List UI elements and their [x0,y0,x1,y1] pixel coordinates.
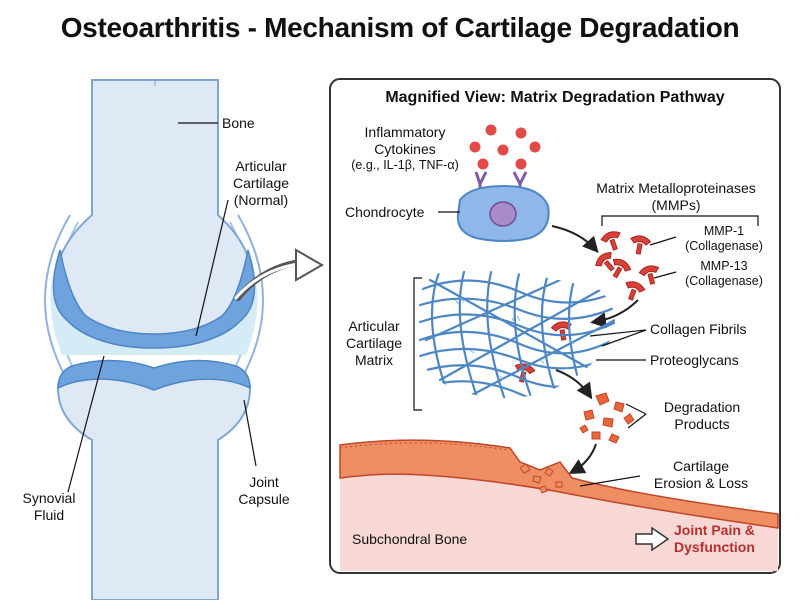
label-articular-cartilage: Articular Cartilage (Normal) [232,158,290,208]
panel-title: Magnified View: Matrix Degradation Pathw… [385,89,725,106]
chondrocyte-nucleus [489,201,517,227]
label-bone: Bone [222,115,255,131]
cytokines-cluster [469,124,541,170]
label-mmp1: MMP-1 (Collagenase) [685,224,763,253]
label-proteoglycans: Proteoglycans [650,352,739,368]
label-cartilage-erosion: Cartilage Erosion & Loss [653,458,749,491]
label-mmps: Matrix Metalloproteinases (MMPs) [596,180,756,213]
degradation-fragments [579,392,635,444]
label-synovial-fluid: Synovial Fluid [22,490,76,523]
page-title: Osteoarthritis - Mechanism of Cartilage … [60,12,740,43]
knee-joint-illustration [44,79,325,600]
subchondral-bone [340,467,778,571]
label-degradation-products: Degradation Products [663,399,741,432]
upper-cartilage [52,249,256,349]
outcome-arrow [635,526,670,552]
label-subchondral-bone: Subchondral Bone [352,531,468,547]
label-chondrocyte: Chondrocyte [345,204,425,220]
mmp-enzymes [514,231,660,383]
label-joint-capsule: Joint Capsule [238,474,290,507]
label-mmp13: MMP-13 (Collagenase) [685,259,763,288]
label-collagen-fibrils: Collagen Fibrils [650,321,747,337]
collagen-matrix [418,270,615,399]
proteoglycan-tufts [454,297,575,381]
label-cytokines: Inflammatory Cytokines (e.g., IL-1β, TNF… [351,124,459,172]
matrix-bracket [413,277,422,411]
erosion-fragments [519,463,563,494]
label-cartilage-matrix: Articular Cartilage Matrix [345,318,403,368]
lower-bone [56,366,252,600]
mmp-bracket [601,215,759,226]
label-joint-pain: Joint Pain & Dysfunction [674,522,755,555]
lower-cartilage [57,359,251,391]
